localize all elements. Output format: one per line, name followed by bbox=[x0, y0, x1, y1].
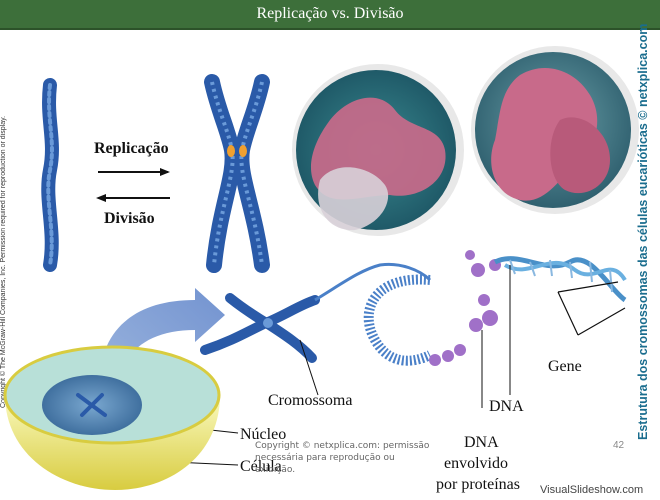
nucleosome-cluster bbox=[429, 250, 501, 366]
label-dna: DNA bbox=[489, 398, 524, 415]
label-cromossoma: Cromossoma bbox=[268, 392, 353, 409]
condensed-chromosome bbox=[200, 293, 320, 363]
label-gene: Gene bbox=[548, 358, 582, 375]
cromossoma-leader bbox=[299, 339, 319, 396]
watermark: VisualSlideshow.com bbox=[540, 484, 644, 496]
gene-bracket bbox=[557, 281, 626, 336]
slide-number: 42 bbox=[613, 440, 625, 451]
label-dna-envolvido-2: envolvido bbox=[444, 455, 508, 472]
label-divisao: Divisão bbox=[104, 210, 155, 227]
page-title: Replicação vs. Divisão bbox=[256, 5, 404, 22]
zoom-arrow bbox=[99, 288, 225, 395]
label-dna-envolvido-1: DNA bbox=[464, 434, 499, 451]
centromere-left bbox=[227, 145, 235, 157]
dna-double-helix bbox=[493, 256, 627, 303]
label-dna-envolvido-3: por proteínas bbox=[436, 476, 520, 493]
bottom-copyright: Copyright © netxplica.com: permissão nec… bbox=[255, 441, 430, 475]
label-celula: Célula bbox=[240, 458, 282, 475]
centromere-right bbox=[239, 145, 247, 157]
micrograph-1 bbox=[292, 64, 464, 236]
replicated-chromosome bbox=[204, 74, 270, 273]
micrograph-2 bbox=[471, 46, 639, 214]
title-bar: Replicação vs. Divisão bbox=[0, 0, 660, 30]
single-chromatid-chromosome bbox=[41, 78, 59, 272]
cell bbox=[3, 345, 221, 490]
diagram-canvas bbox=[3, 46, 639, 490]
label-replicacao: Replicação bbox=[94, 140, 169, 157]
chromatin-fiber bbox=[314, 262, 433, 366]
label-nucleo: Núcleo bbox=[240, 426, 287, 443]
